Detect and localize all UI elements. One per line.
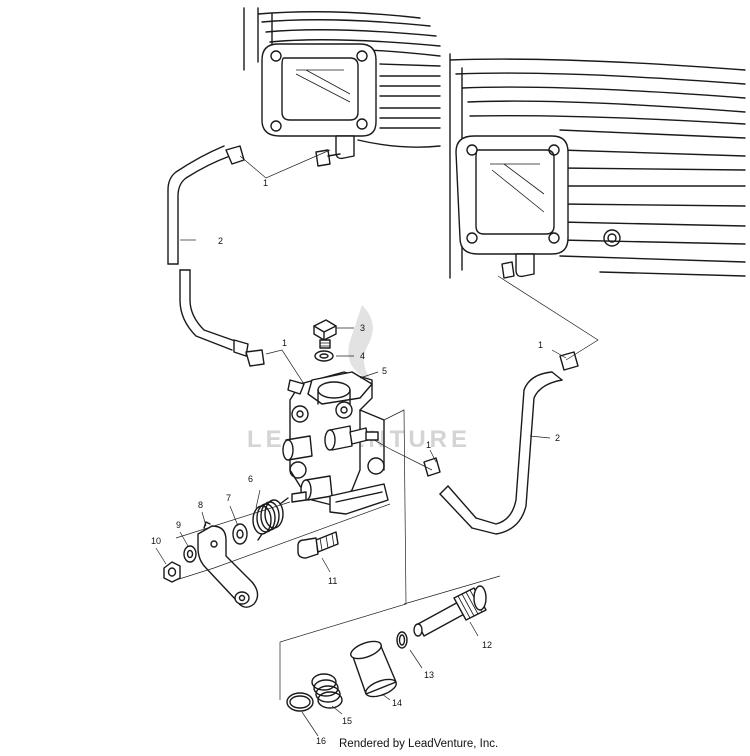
- oil-pump-body: [282, 371, 389, 515]
- callout-1-right: 1: [538, 340, 543, 350]
- bushing-sleeve: [350, 640, 397, 698]
- callout-14: 14: [392, 698, 402, 708]
- leader-lines: [155, 149, 599, 737]
- left-cylinder-block: [243, 7, 441, 167]
- callout-8: 8: [198, 500, 203, 510]
- credit-line: Rendered by LeadVenture, Inc.: [339, 738, 499, 750]
- callout-11: 11: [328, 576, 337, 586]
- banjo-bolt: [313, 319, 337, 349]
- o-ring: [286, 692, 314, 712]
- flat-washer: [232, 523, 248, 545]
- callout-4: 4: [360, 351, 365, 361]
- drive-gear-shaft: [413, 585, 487, 637]
- callout-numbers: 1 2 3 4 5 1 1 2 6 7 8 9 10 11 12 13 14 1…: [151, 178, 560, 746]
- sealing-washer: [314, 350, 334, 362]
- callout-6: 6: [248, 474, 253, 484]
- callout-13: 13: [424, 670, 434, 680]
- callout-12: 12: [482, 640, 492, 650]
- callout-10: 10: [151, 536, 161, 546]
- callout-2-right: 2: [555, 433, 560, 443]
- right-cylinder-block: [449, 53, 746, 279]
- callout-16: 16: [316, 736, 326, 746]
- callout-2-left: 2: [218, 236, 223, 246]
- left-oil-hose: [167, 145, 265, 367]
- circlip: [396, 631, 408, 649]
- callout-9: 9: [176, 520, 181, 530]
- oil-seal-spring: [311, 673, 343, 709]
- callout-1-mid-left: 1: [282, 338, 287, 348]
- callout-15: 15: [342, 716, 352, 726]
- control-lever: [197, 521, 259, 608]
- hex-nut: [163, 561, 181, 583]
- callout-1-upper-left: 1: [263, 178, 268, 188]
- callout-7: 7: [226, 493, 231, 503]
- right-oil-hose: [423, 351, 579, 535]
- mounting-screw: [297, 531, 339, 559]
- callout-1-pump-right: 1: [426, 440, 431, 450]
- callout-3: 3: [360, 323, 365, 333]
- callout-5: 5: [382, 366, 387, 376]
- return-spring: [252, 497, 289, 541]
- lock-washer: [183, 545, 197, 563]
